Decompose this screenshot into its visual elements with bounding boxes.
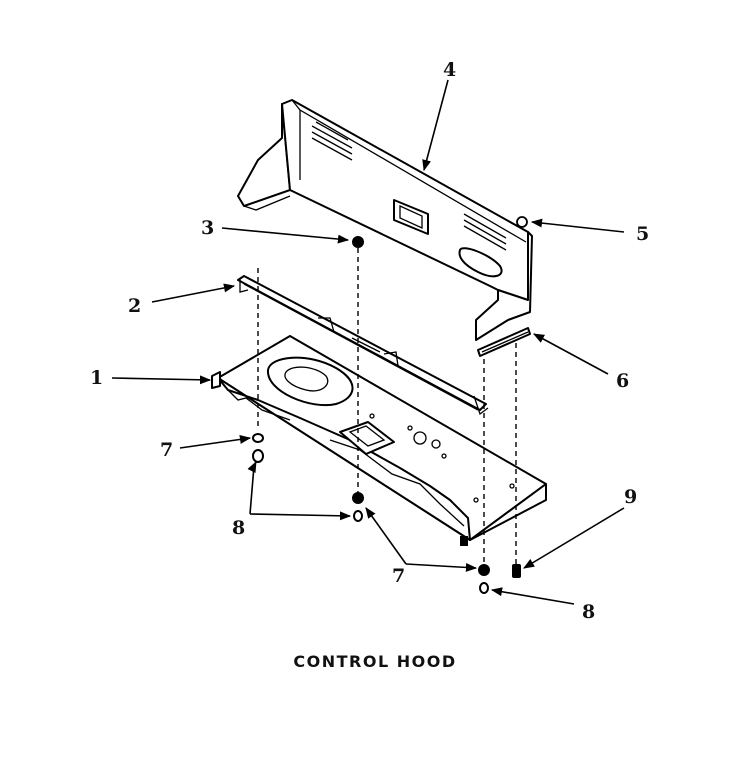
- fastener-9-screw: [512, 564, 521, 578]
- callout-1: 1: [90, 367, 103, 389]
- vent-slots-left: [311, 121, 353, 161]
- part-2-bracket-rail: [237, 275, 489, 416]
- callout-6: 6: [616, 370, 629, 392]
- callout-4: 4: [443, 59, 456, 81]
- callout-labels: 4 3 5 2 6 1 7 8 7 8 9: [90, 59, 649, 623]
- diagram-caption: CONTROL HOOD: [293, 652, 457, 671]
- fastener-8-screw-right: [479, 582, 489, 594]
- fastener-3-nut: [352, 236, 364, 248]
- assembly-lines: [257, 248, 517, 566]
- callout-3: 3: [201, 217, 214, 239]
- fastener-8-screw-left: [252, 449, 264, 463]
- fastener-7-washer-left: [252, 433, 264, 443]
- fastener-7-washer-right: [478, 564, 490, 576]
- callout-7-right: 7: [392, 565, 405, 587]
- fastener-7-washer-center: [352, 492, 364, 504]
- display-window: [393, 199, 429, 235]
- oval-cutout: [458, 247, 503, 278]
- callout-8-left: 8: [232, 517, 245, 539]
- callout-9: 9: [624, 486, 637, 508]
- fastener-8-screw-center: [353, 510, 363, 522]
- part-1-base-plate: [211, 335, 547, 546]
- callout-2: 2: [128, 295, 141, 317]
- part-4-hood-panel: [237, 99, 533, 341]
- callout-8-right: 8: [582, 601, 595, 623]
- vent-slots-right: [463, 213, 507, 251]
- fastener-5-washer: [516, 216, 528, 228]
- callout-5: 5: [636, 223, 649, 245]
- leader-lines: [111, 79, 625, 605]
- callout-7-left: 7: [160, 439, 173, 461]
- part-6-clip: [477, 327, 531, 357]
